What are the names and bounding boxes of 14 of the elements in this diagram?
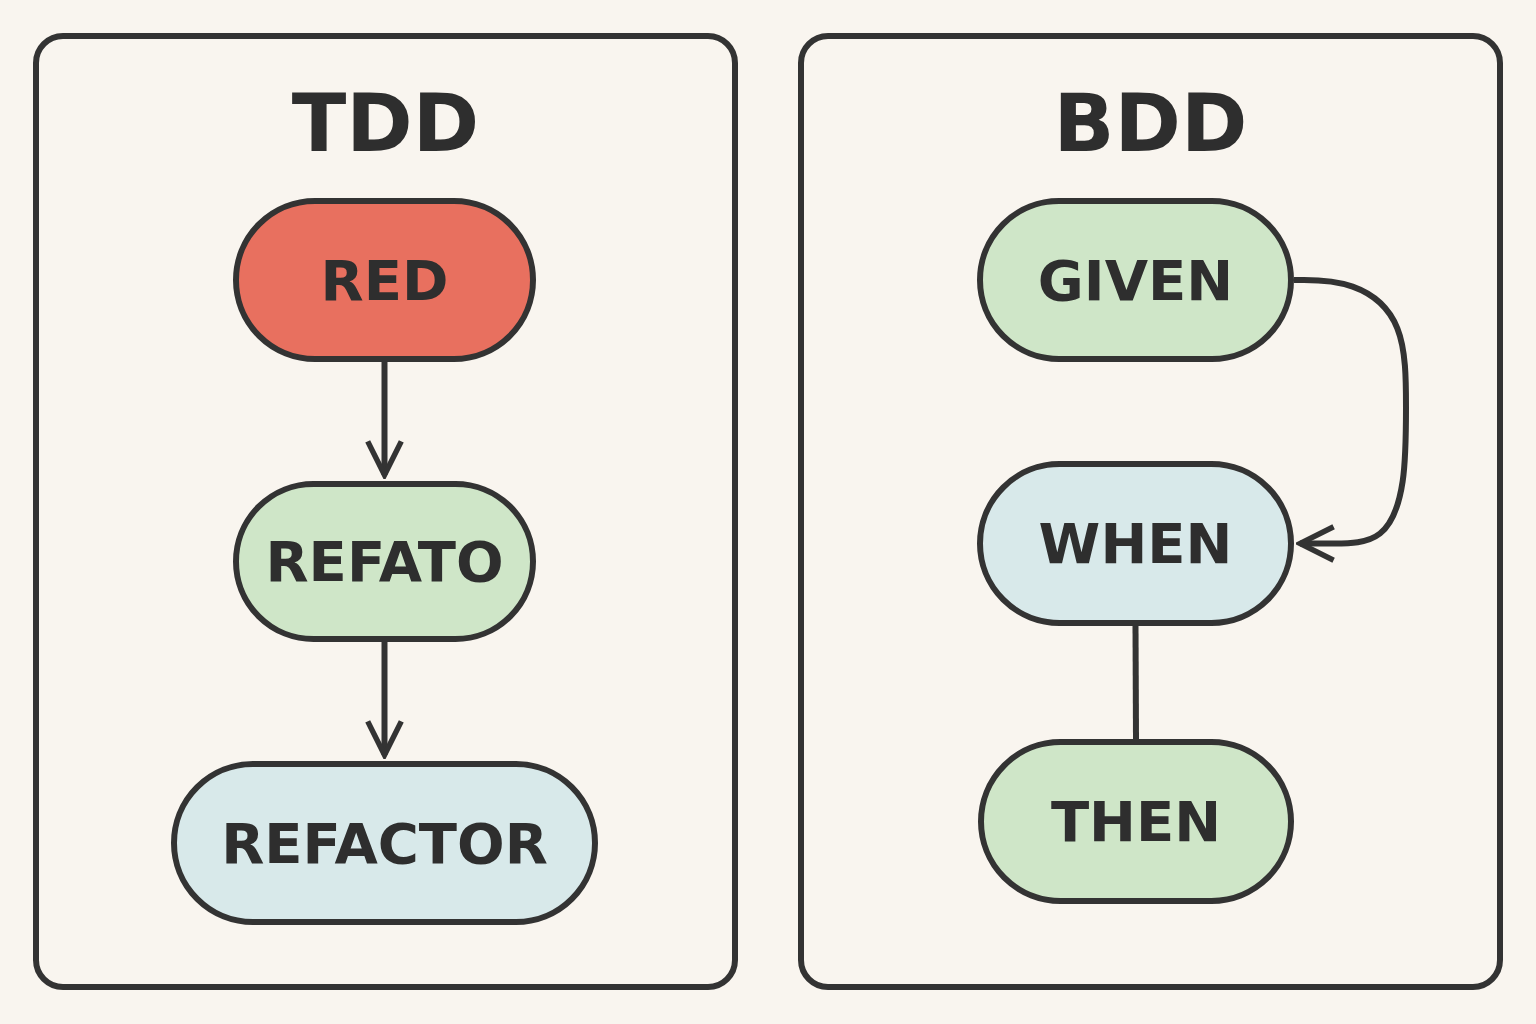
step-label: REFATO [265, 529, 504, 594]
panel-title: TDD [291, 77, 480, 170]
panel-frame [33, 33, 738, 990]
step-label: REFACTOR [221, 810, 548, 876]
arrow [364, 642, 405, 758]
arrow [364, 362, 405, 478]
step-label: GIVEN [1037, 247, 1234, 313]
arrow [1294, 277, 1409, 564]
step-label: THEN [1050, 789, 1222, 854]
step-label: WHEN [1038, 511, 1233, 576]
panel-frame [798, 33, 1503, 990]
step-label: RED [320, 247, 449, 313]
connector-line [1132, 626, 1139, 739]
panel-title: BDD [1053, 77, 1248, 170]
